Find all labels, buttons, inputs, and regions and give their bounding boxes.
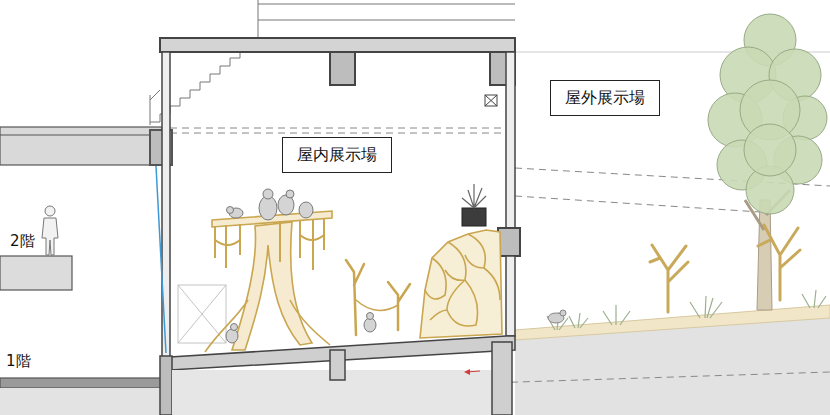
branch-pole (356, 300, 398, 310)
hanging-rope (215, 235, 324, 245)
stairs (258, 0, 515, 40)
ape-figure (367, 313, 374, 320)
dashed-guide (170, 133, 505, 134)
area-label-box: 屋内展示場 (282, 137, 392, 174)
outdoor-ground (515, 52, 830, 415)
hall-structure (160, 38, 520, 415)
grass (569, 313, 588, 328)
hall-structure (506, 256, 515, 336)
hall-structure (330, 52, 355, 85)
branch-pole (388, 282, 410, 330)
ape-figure (226, 329, 238, 343)
tree (708, 14, 827, 310)
climbing-frame (205, 211, 332, 352)
planter (462, 184, 486, 226)
young-tree (650, 245, 688, 312)
branch-pole (346, 260, 410, 335)
ape-figure (364, 318, 376, 332)
ape-figure (286, 190, 294, 198)
hall-structure (160, 38, 515, 52)
ape-figure (263, 189, 273, 199)
grass (802, 290, 826, 308)
person-figure (42, 218, 58, 255)
rock-wall (420, 230, 502, 338)
ape-figure (226, 189, 376, 343)
ape-figure (227, 207, 234, 214)
area-label-box: 屋外展示場 (550, 80, 660, 117)
vent-symbol (485, 95, 497, 106)
tree (744, 124, 796, 176)
planter (462, 184, 486, 208)
hanging-rope (215, 218, 324, 270)
left-building (0, 127, 172, 415)
outdoor-animal (548, 310, 566, 323)
left-building (0, 256, 72, 290)
vent-symbol (485, 95, 497, 106)
outdoor-animal (560, 310, 566, 316)
outdoor-ground (515, 305, 830, 340)
planter (462, 208, 486, 226)
tree (708, 14, 827, 214)
area-name: 屋内展示場 (297, 145, 377, 166)
rock-wall (420, 230, 502, 338)
hall-structure (498, 228, 520, 256)
left-building (0, 378, 162, 388)
dashed-guide (170, 128, 505, 129)
grass (547, 290, 826, 330)
dashed-guide (515, 196, 760, 212)
grass (690, 296, 722, 318)
vent-symbol (485, 95, 497, 106)
rock-wall (425, 234, 500, 326)
left-building (0, 388, 162, 415)
ape-figure (231, 324, 238, 331)
floor-label: 2階 (8, 232, 37, 251)
outdoor-ground (515, 305, 830, 415)
hall-structure (492, 342, 512, 415)
left-building (0, 127, 162, 165)
grass (603, 305, 630, 325)
young-tree (650, 225, 800, 312)
hall-structure (160, 356, 172, 415)
red-arrow (464, 369, 480, 375)
hall-structure (506, 52, 515, 228)
tree (757, 200, 772, 310)
person-figure (45, 206, 55, 216)
hall-structure (330, 350, 345, 380)
area-name: 屋外展示場 (565, 88, 645, 109)
ape-figure (259, 196, 277, 220)
hanging-rope (215, 218, 324, 270)
ape-figure (299, 202, 313, 218)
stairs (150, 90, 160, 125)
person-figure (42, 206, 58, 255)
floor-label: 1階 (4, 352, 33, 371)
left-building (0, 134, 150, 135)
stairs (150, 0, 515, 125)
young-tree (758, 225, 800, 300)
glass-wall (156, 166, 166, 353)
climbing-frame (205, 300, 330, 352)
branch-pole (346, 260, 364, 335)
red-arrow (464, 369, 470, 375)
